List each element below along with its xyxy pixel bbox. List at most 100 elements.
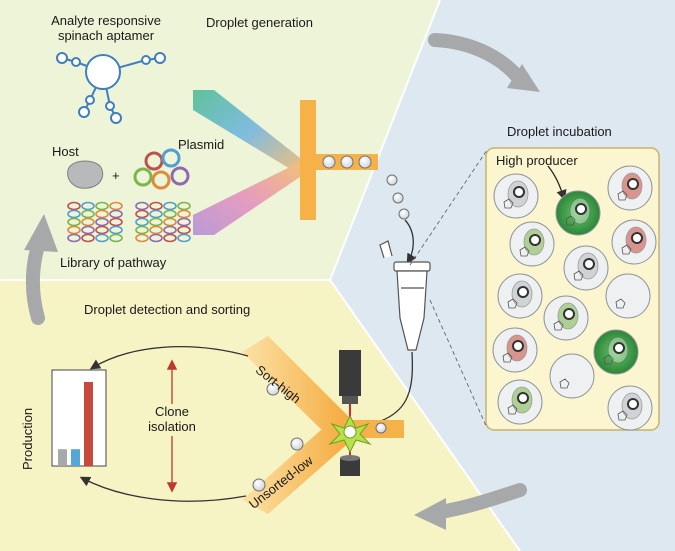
incubation-droplets <box>492 165 657 431</box>
plus-sign: + <box>112 168 120 183</box>
host-cell-icon <box>67 160 104 189</box>
library-ring <box>163 217 177 227</box>
cycle-arrowhead <box>507 64 540 92</box>
host-label: Host <box>52 144 79 159</box>
cell-nucleus <box>563 308 575 320</box>
microfluidic-chip-icon <box>193 90 378 235</box>
flow-arrow <box>404 219 417 265</box>
incubation-droplet <box>549 353 595 399</box>
molecule <box>565 215 576 226</box>
laser-detector-icon <box>328 350 372 476</box>
cycle-arrowhead <box>24 214 58 252</box>
clone-label-line2: isolation <box>148 419 196 434</box>
library-ring <box>81 225 95 235</box>
molecule <box>502 352 513 363</box>
cell-nucleus <box>613 342 625 354</box>
high-producer-arrow <box>547 165 567 201</box>
cell-nucleus <box>517 392 529 404</box>
cell-nucleus <box>583 258 595 270</box>
molecule <box>621 244 632 255</box>
library-ring <box>163 233 177 243</box>
library-ring <box>135 209 149 219</box>
molecule <box>603 354 614 365</box>
zoom-line <box>429 299 488 429</box>
library-ring <box>81 201 95 211</box>
cell-nucleus <box>517 286 529 298</box>
library-ring <box>109 233 123 243</box>
cycle-arrowhead <box>414 498 446 530</box>
molecule <box>617 190 628 201</box>
library-ring <box>81 209 95 219</box>
cell-nucleus <box>627 398 639 410</box>
production-bar <box>71 449 80 466</box>
library-ring <box>135 225 149 235</box>
plasmid-label: Plasmid <box>178 137 225 152</box>
detection-sorting-title: Droplet detection and sorting <box>84 302 251 317</box>
cycle-arrow <box>25 233 47 325</box>
sort-high-arrow <box>89 346 249 370</box>
library-ring <box>95 233 109 243</box>
molecule <box>617 410 628 421</box>
library-ring <box>109 217 123 227</box>
library-ring <box>149 217 163 227</box>
production-chart <box>51 369 107 467</box>
library-ring <box>177 209 191 219</box>
clone-label-line1: Clone <box>155 404 189 419</box>
library-tubes-icon <box>67 201 191 243</box>
library-ring <box>177 233 191 243</box>
production-bars <box>58 382 93 466</box>
production-axis-label: Production <box>20 407 35 470</box>
library-ring <box>149 233 163 243</box>
library-ring <box>177 201 191 211</box>
aptamer-label-line2: spinach aptamer <box>57 28 155 43</box>
library-ring <box>67 217 81 227</box>
library-ring <box>95 225 109 235</box>
droplet-generation-title: Droplet generation <box>206 15 313 30</box>
library-ring <box>149 201 163 211</box>
library-ring <box>67 209 81 219</box>
library-ring <box>95 209 109 219</box>
library-label: Library of pathway <box>60 255 167 270</box>
library-ring <box>149 209 163 219</box>
cell-nucleus <box>513 186 525 198</box>
library-ring <box>95 217 109 227</box>
library-ring <box>81 217 95 227</box>
sorting-chip <box>242 336 404 514</box>
cell-nucleus <box>529 234 541 246</box>
unsorted-low-arrow <box>79 476 247 502</box>
library-ring <box>135 217 149 227</box>
zoom-line <box>409 149 488 266</box>
molecule <box>503 198 514 209</box>
generated-droplets <box>322 155 410 220</box>
molecule <box>559 378 570 389</box>
aptamer-label: Analyte responsive spinach aptamer <box>36 13 176 43</box>
library-ring <box>177 217 191 227</box>
molecule <box>507 298 518 309</box>
plasmid-icon <box>133 148 190 190</box>
library-ring <box>67 233 81 243</box>
library-ring <box>135 201 149 211</box>
library-ring <box>109 225 123 235</box>
sorting-region <box>0 280 520 551</box>
aptamer-label-line1: Analyte responsive <box>51 13 161 28</box>
high-producer-label: High producer <box>496 153 578 168</box>
cycle-arrow <box>428 33 527 87</box>
incubation-droplet <box>605 273 651 319</box>
cell-nucleus <box>512 340 524 352</box>
cell-nucleus <box>631 232 643 244</box>
droplet-incubation-title: Droplet incubation <box>507 124 612 139</box>
production-bar <box>84 382 93 466</box>
library-ring <box>67 225 81 235</box>
library-ring <box>109 209 123 219</box>
library-ring <box>163 201 177 211</box>
library-ring <box>81 233 95 243</box>
molecule <box>615 298 626 309</box>
library-ring <box>135 233 149 243</box>
clone-isolation-label: Clone isolation <box>130 404 214 434</box>
library-ring <box>163 209 177 219</box>
molecule <box>507 404 518 415</box>
cycle-arrow <box>433 483 527 519</box>
production-bar <box>58 449 67 466</box>
